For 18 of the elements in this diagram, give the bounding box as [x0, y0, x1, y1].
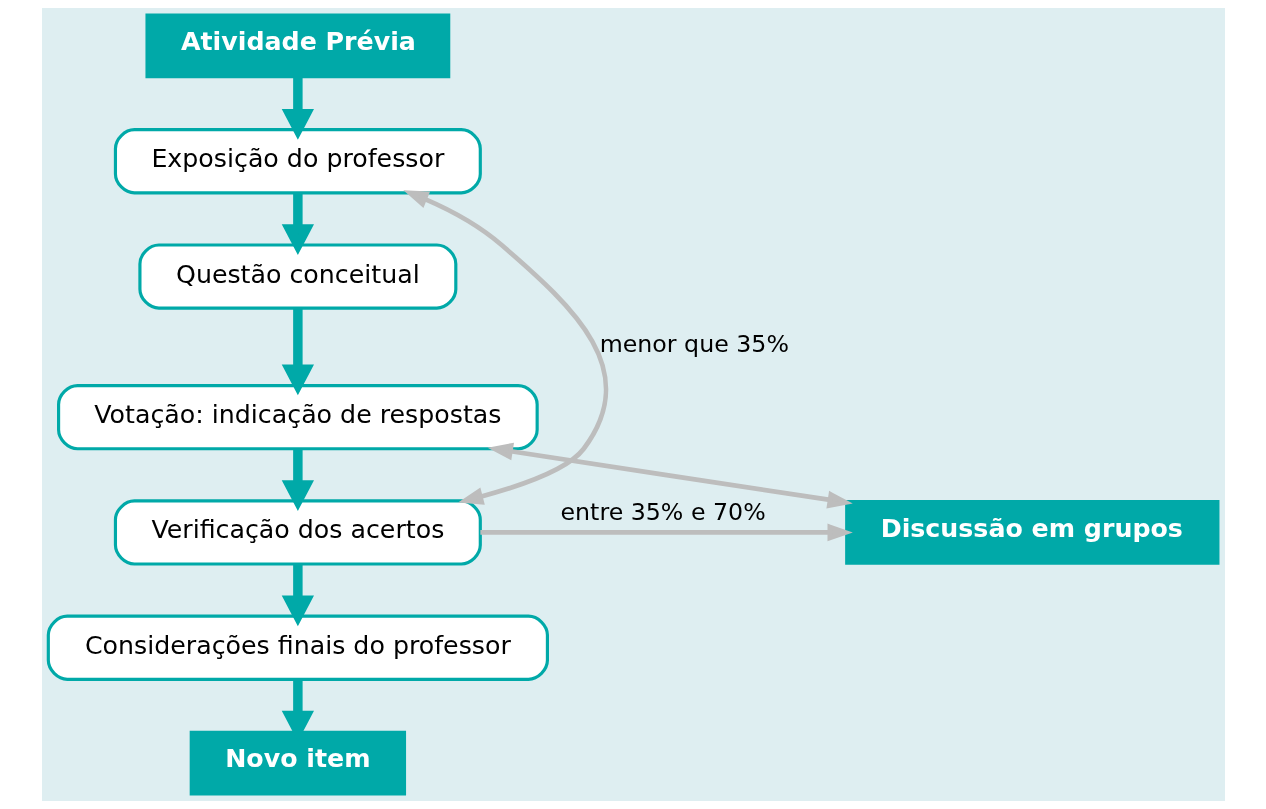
arrow [281, 308, 314, 396]
edge-label: menor que 35% [599, 330, 789, 359]
node-box: Questão conceitual [137, 243, 457, 310]
node-box: Exposição do professor [113, 128, 482, 195]
edge-label: entre 35% e 70% [560, 497, 766, 526]
node-box: Atividade Prévia [144, 13, 450, 79]
node-box: Discussão em grupos [844, 500, 1219, 565]
node-box: Verificação dos acertos [113, 499, 482, 566]
arrow [281, 564, 314, 627]
arrow [281, 448, 314, 511]
node-box: Novo item [189, 730, 406, 796]
arrow [281, 192, 314, 256]
arrow [487, 442, 853, 509]
node-box: Votação: indicação de respostas [56, 383, 539, 451]
arrow [402, 190, 608, 505]
arrow [479, 523, 853, 542]
node-box: Considerações finais do professor [46, 614, 549, 681]
arrow [281, 77, 314, 140]
